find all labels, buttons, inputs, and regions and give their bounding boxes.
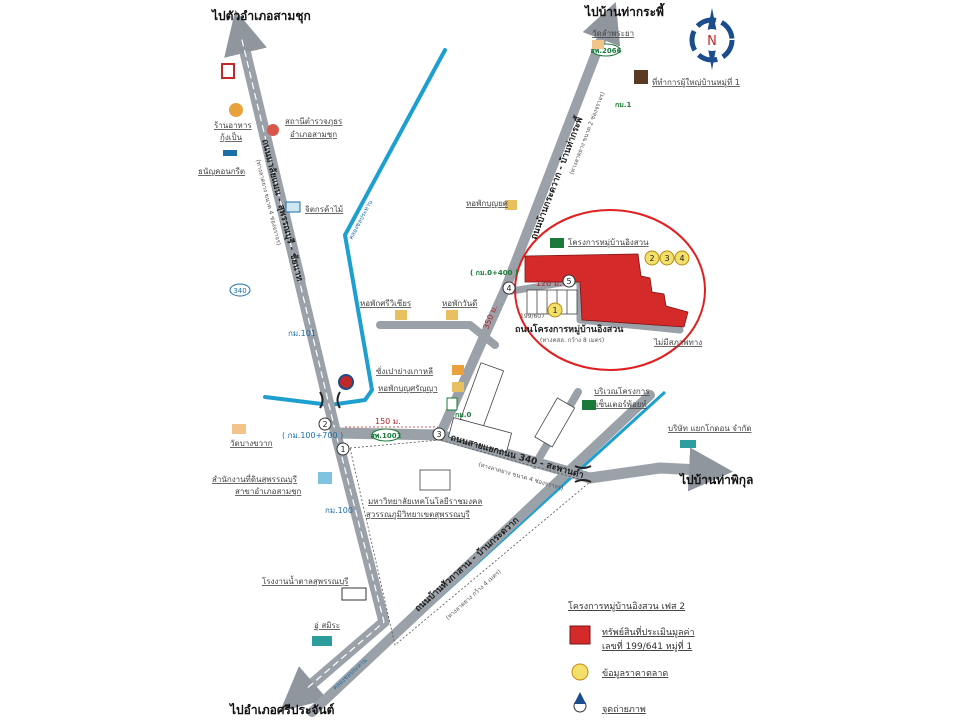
direction-south: ไปอำเภอศรีประจันต์ [228, 702, 335, 717]
road-main-code: 340 [233, 287, 246, 295]
road-side-west [376, 321, 499, 349]
landmark-project: โครงการหมู่บ้านอิงสวน [568, 237, 649, 248]
market-point-number: 1 [552, 306, 557, 315]
landmark-concrete: ธนัญคอนกรีต [198, 167, 245, 176]
market-point-number: 2 [649, 254, 654, 263]
photo-point-number: 3 [436, 430, 441, 439]
distance-120: 120 ม. [536, 279, 562, 288]
distance-150: 150 ม. [375, 417, 401, 426]
market-point-1[interactable]: 1 [547, 302, 563, 318]
direction-north-east: ไปบ้านท่ากระพี้ [583, 2, 665, 19]
road-project [501, 276, 684, 334]
property-polygon[interactable] [524, 253, 689, 328]
bridge-icon [319, 391, 592, 483]
direction-north-west: ไปตัวอำเภอสามชุก [210, 8, 311, 24]
photo-point-number: 4 [506, 284, 511, 293]
legend-market-swatch [571, 663, 589, 681]
canal-north [263, 48, 447, 408]
legend-property-2: เลขที่ 199/641 หมู่ที่ 1 [602, 639, 692, 652]
landmark-temple-top: วัดลำพระยา [592, 29, 634, 38]
km-marker-0: กม.0 [455, 411, 472, 419]
road-east-code: สพ.1001 [370, 432, 401, 440]
landmark-dorm-boonsranya: หอพักบุญศรัญญา [378, 384, 438, 393]
km-marker-0-400: ( กม.0+400 ) [470, 269, 518, 277]
km-marker-101: กม.101 [288, 329, 316, 338]
road-project-label: ถนนโครงการหมู่บ้านอิงสวน [515, 323, 624, 335]
market-point-3[interactable]: 3 [659, 250, 675, 266]
landmark-garage: อู่ สมิระ [314, 621, 340, 631]
market-point-2[interactable]: 2 [644, 250, 660, 266]
photo-point-1[interactable]: 1 [336, 442, 350, 456]
market-point-number: 3 [664, 254, 669, 263]
photo-point-2[interactable]: 2 [318, 417, 332, 431]
road-north-east-code: สพ.2066 [590, 47, 621, 55]
house-plots [447, 289, 578, 453]
legend-property-1: ทรัพย์สินที่ประเมินมูลค่า [602, 625, 695, 638]
km-marker-100-700: ( กม.100+700 ) [282, 431, 343, 440]
km-marker-100: กม.100 [325, 506, 353, 515]
market-point-4[interactable]: 4 [674, 250, 690, 266]
landmark-dorm-sriwichian: หอพักศรีวิเชียร [360, 299, 412, 308]
photo-point-3[interactable]: 3 [432, 427, 446, 441]
landmark-icons [221, 40, 696, 646]
photo-point-icon [573, 692, 587, 713]
legend: โครงการหมู่บ้านอิงสวน เฟส 2 ทรัพย์สินที่… [568, 601, 695, 715]
photo-point-4[interactable]: 4 [502, 281, 516, 295]
landmark-land-office-2: สาขาอำเภอสามชุก [235, 487, 302, 496]
legend-property-swatch [569, 625, 591, 645]
road-east [329, 427, 733, 492]
landmark-restaurant-2: กุ้งเป็น [220, 132, 243, 142]
landmark-police-1: สถานีตำรวจภูธร [285, 117, 343, 127]
landmark-temple-bangkwak: วัดบางขวาก [230, 439, 273, 448]
landmark-project-center-2: เซ็นเตอร์พ้อยท์ [596, 399, 647, 409]
landmark-police-2: อำเภอสามชุก [290, 130, 337, 139]
compass-icon: N [689, 8, 735, 70]
road-project-sub: (ทางคสล. กว้าง 8 เมตร) [540, 337, 604, 344]
university-boundary [349, 439, 591, 646]
plot-number: 199/607 [520, 313, 545, 320]
photo-point-number: 5 [566, 277, 571, 286]
road-main-code-badge: 340 [229, 283, 251, 297]
km-marker-1: กม.1 [615, 101, 632, 109]
landmark-company: บริษัท แยกโกดอน จำกัด [668, 423, 752, 433]
road-main-centerline [241, 39, 385, 691]
direction-east: ไปบ้านท่าพิกุล [678, 472, 753, 488]
legend-photo: จุดถ่ายภาพ [602, 705, 646, 715]
landmark-sugar-factory: โรงงานน้ำตาลสุพรรณบุรี [262, 575, 349, 586]
landmark-university-1: มหาวิทยาลัยเทคโนโลยีราชมงคล [368, 496, 482, 506]
landmark-timber-shop: จิตกรค้าไม้ [305, 205, 343, 214]
landmark-no-road: ไม่มีสภาพทาง [653, 338, 702, 347]
road-diagonal [307, 390, 655, 717]
photo-point-number: 2 [322, 420, 327, 429]
photo-point-number: 1 [340, 445, 345, 454]
compass-label: N [707, 34, 717, 49]
road-main-arrow-top [224, 9, 306, 286]
legend-title: โครงการหมู่บ้านอิงสวน เฟส 2 [568, 601, 685, 612]
landmark-land-office-1: สำนักงานที่ดินสุพรรณบุรี [212, 473, 298, 484]
road-north-east [435, 1, 621, 440]
landmark-dorm-boonyot: หอพักบุญยศ [466, 199, 508, 208]
landmark-project-center-1: บริเวณโครงการ [594, 386, 650, 396]
landmark-korean-bbq: ซั่งเปาย่างเกาหลี [376, 365, 433, 376]
road-north-east-label: ถนนบ้านกระดวาก - บ้านท่ากระพี้ [527, 114, 586, 241]
photo-point-5[interactable]: 5 [562, 274, 576, 288]
market-point-number: 4 [679, 254, 684, 263]
road-east-code-badge: สพ.1001 [370, 428, 402, 442]
landmark-headman-office: ที่ทำการผู้ใหญ่บ้านหมู่ที่ 1 [652, 76, 740, 88]
landmark-university-2: สุวรรณภูมิวิทยาเขตสุพรรณบุรี [366, 510, 471, 520]
legend-market: ข้อมูลราคาตลาด [602, 668, 668, 679]
landmark-restaurant: ร้านอาหาร [214, 121, 252, 130]
landmark-dorm-wandee: หอพักวันดี [442, 299, 477, 308]
